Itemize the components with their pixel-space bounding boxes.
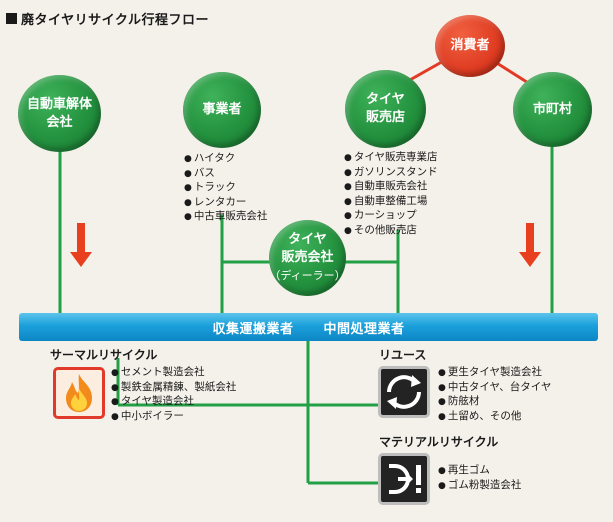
tireshop-label-2: 販売店 (365, 110, 405, 125)
list-item: 更生タイヤ製造会社 (438, 366, 551, 381)
consumer-label: 消費者 (450, 38, 490, 53)
list-item: セメント製造会社 (111, 366, 236, 381)
list-item: ガソリンスタンド (344, 166, 438, 181)
dealer-label-3: （ディーラー） (269, 269, 346, 282)
list-item: 中古車販売会社 (184, 210, 268, 225)
flame-icon (53, 367, 105, 419)
business-label: 事業者 (202, 102, 242, 117)
title-square-icon (6, 13, 17, 24)
business-node: 事業者 (183, 72, 261, 148)
reuse-list: 更生タイヤ製造会社 中古タイヤ、台タイヤ 防舷材 土留め、その他 (438, 366, 552, 425)
tireshop-label-1: タイヤ (366, 92, 405, 107)
list-item: 自動車販売会社 (344, 180, 438, 195)
processor-label: 中間処理業者 (323, 321, 405, 337)
dealer-label-1: タイヤ (288, 232, 327, 247)
list-item: 自動車整備工場 (344, 195, 438, 210)
list-item: ゴム粉製造会社 (438, 479, 522, 494)
material-title: マテリアルリサイクル (379, 435, 499, 449)
dismantler-label-1: 自動車解体 (26, 96, 92, 112)
list-item: 防舷材 (438, 395, 551, 410)
list-item: トラック (184, 181, 267, 196)
list-item: その他販売店 (344, 224, 438, 239)
list-item: カーショップ (344, 209, 438, 224)
page-title: 廃タイヤリサイクル行程フロー (6, 9, 209, 28)
material-list: 再生ゴム ゴム粉製造会社 (438, 464, 522, 494)
list-item: 土留め、その他 (438, 410, 551, 425)
list-item: 中小ボイラー (111, 410, 236, 425)
page-title-text: 廃タイヤリサイクル行程フロー (21, 13, 209, 28)
dismantler-arrow (70, 223, 92, 267)
collector-label: 収集運搬業者 (212, 321, 294, 337)
list-item: 再生ゴム (438, 464, 521, 479)
city-label: 市町村 (532, 101, 572, 117)
city-arrow (519, 223, 541, 267)
collection-processing-bar: 収集運搬業者 中間処理業者 (19, 313, 598, 341)
dealer-node: タイヤ 販売会社 （ディーラー） (269, 220, 346, 296)
list-item: ハイタク (184, 152, 267, 167)
consumer-node: 消費者 (435, 15, 505, 77)
dismantler-label-2: 会社 (46, 114, 73, 130)
tireshop-list: タイヤ販売専業店 ガソリンスタンド 自動車販売会社 自動車整備工場 カーショップ… (344, 151, 438, 238)
dealer-label-2: 販売会社 (281, 250, 334, 265)
arrow-exclamation-icon (378, 453, 430, 505)
list-item: 製鉄金属精錬、製紙会社 (111, 381, 237, 396)
list-item: レンタカー (184, 196, 267, 211)
thermal-title: サーマルリサイクル (50, 348, 158, 362)
city-node: 市町村 (513, 72, 592, 147)
dismantler-node: 自動車解体 会社 (18, 75, 101, 152)
business-list: ハイタク バス トラック レンタカー 中古車販売会社 (184, 152, 268, 225)
thermal-list: セメント製造会社 製鉄金属精錬、製紙会社 タイヤ製造会社 中小ボイラー (111, 366, 237, 425)
list-item: 中古タイヤ、台タイヤ (438, 381, 552, 396)
reuse-title: リユース (379, 348, 427, 362)
circular-arrows-icon (378, 366, 430, 418)
tireshop-node: タイヤ 販売店 (345, 70, 426, 148)
list-item: タイヤ販売専業店 (344, 151, 438, 166)
list-item: バス (184, 167, 267, 182)
list-item: タイヤ製造会社 (111, 395, 236, 410)
